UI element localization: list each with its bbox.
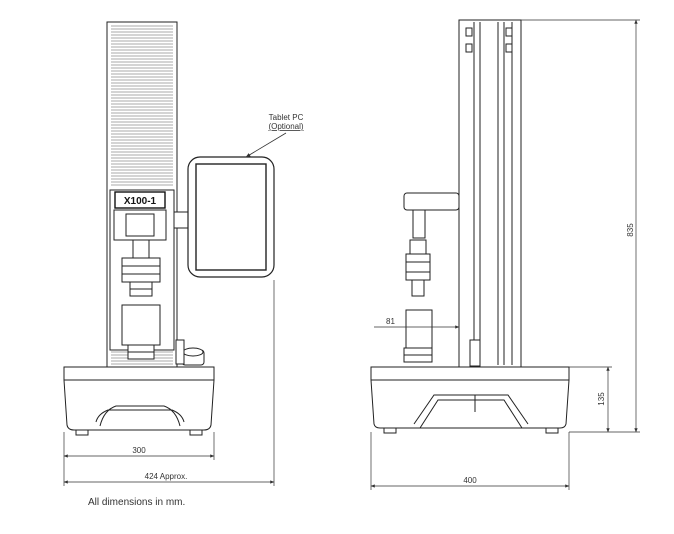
dim-front-overall-width-label: 424 Approx. [145, 472, 188, 481]
side-base [370, 366, 570, 429]
tablet-label-line2: (Optional) [268, 122, 303, 131]
side-crosshead-arm [403, 192, 460, 211]
model-label: X100-1 [124, 196, 157, 207]
tablet-pc-screen [195, 163, 267, 271]
front-base [63, 366, 215, 431]
tablet-leader [245, 132, 287, 158]
dim-front-base-width [63, 432, 215, 460]
dim-base-height-label: 135 [597, 392, 606, 406]
front-upper-grip [121, 257, 161, 283]
dim-front-base-width-label: 300 [132, 446, 146, 455]
dim-clearance-label: 81 [386, 317, 395, 326]
side-column [458, 19, 522, 368]
dim-side-height-label: 835 [626, 223, 635, 237]
side-lower-grip [405, 309, 433, 349]
side-view [370, 19, 570, 434]
tablet-label-line1: Tablet PC [269, 113, 304, 122]
model-label-plate [114, 191, 166, 209]
dim-side-base-width [370, 432, 570, 490]
front-column-ribs [111, 25, 173, 365]
side-upper-grip [405, 253, 431, 281]
dim-side-base-width-label: 400 [463, 476, 477, 485]
dim-side-height [521, 19, 640, 433]
front-view [63, 21, 287, 436]
front-lower-grip [121, 304, 161, 346]
tablet-mount-arm [173, 211, 189, 229]
dim-base-height [569, 366, 612, 433]
dim-front-overall-width [63, 280, 275, 486]
footnote: All dimensions in mm. [88, 497, 186, 508]
